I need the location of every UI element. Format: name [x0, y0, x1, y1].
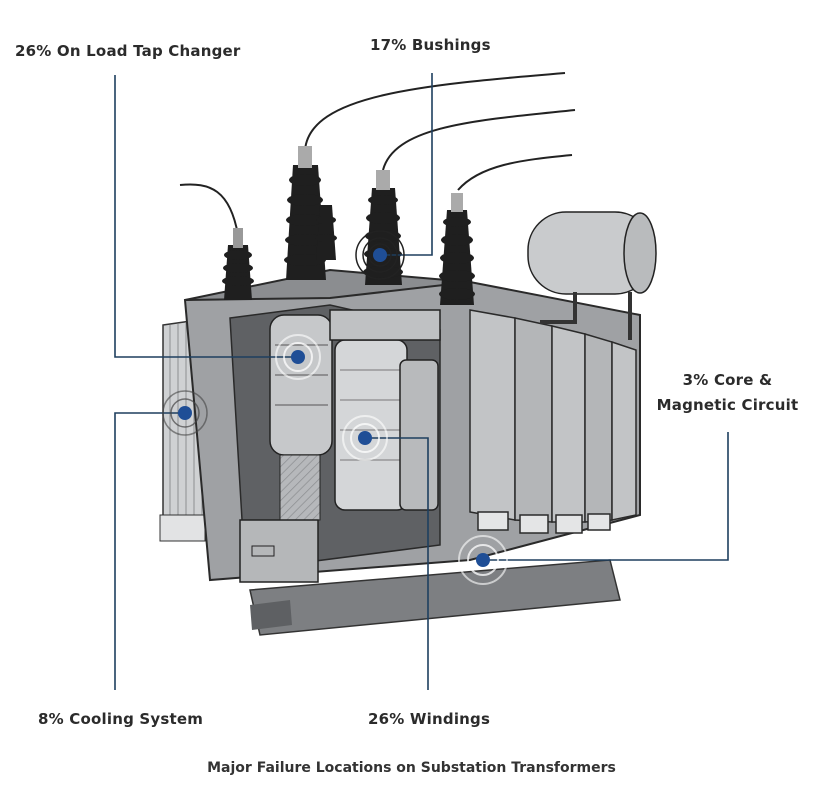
label-core-line2: Magnetic Circuit — [656, 396, 799, 414]
leader-tap-changer — [114, 75, 298, 358]
bushing-small — [315, 205, 337, 260]
conservator-tank — [527, 211, 657, 340]
label-windings: 26% Windings — [368, 710, 491, 728]
label-tap-changer: 26% On Load Tap Changer — [15, 42, 241, 60]
label-core-line1: 3% Core & — [682, 371, 773, 389]
failure-marker-core — [458, 535, 508, 585]
failure-markers — [162, 230, 508, 585]
control-box — [239, 519, 319, 583]
bushing-1 — [222, 228, 254, 300]
failure-marker-windings — [342, 415, 388, 461]
failure-marker-bushings — [355, 230, 405, 280]
leader-core — [483, 432, 729, 561]
leader-cooling — [114, 412, 185, 690]
winding-cylinder — [329, 309, 441, 511]
failure-marker-tap-changer — [275, 334, 321, 380]
radiator-right — [469, 309, 637, 534]
diagram-caption: Major Failure Locations on Substation Tr… — [207, 760, 616, 776]
bushing-4 — [439, 193, 475, 305]
cables — [179, 72, 576, 236]
label-bushings: 17% Bushings — [370, 36, 491, 54]
bushing-2 — [284, 146, 326, 280]
label-core: 3% Core & Magnetic Circuit — [655, 368, 800, 418]
label-cooling: 8% Cooling System — [38, 710, 204, 728]
failure-marker-cooling — [162, 390, 208, 436]
transformer-base — [249, 559, 621, 636]
